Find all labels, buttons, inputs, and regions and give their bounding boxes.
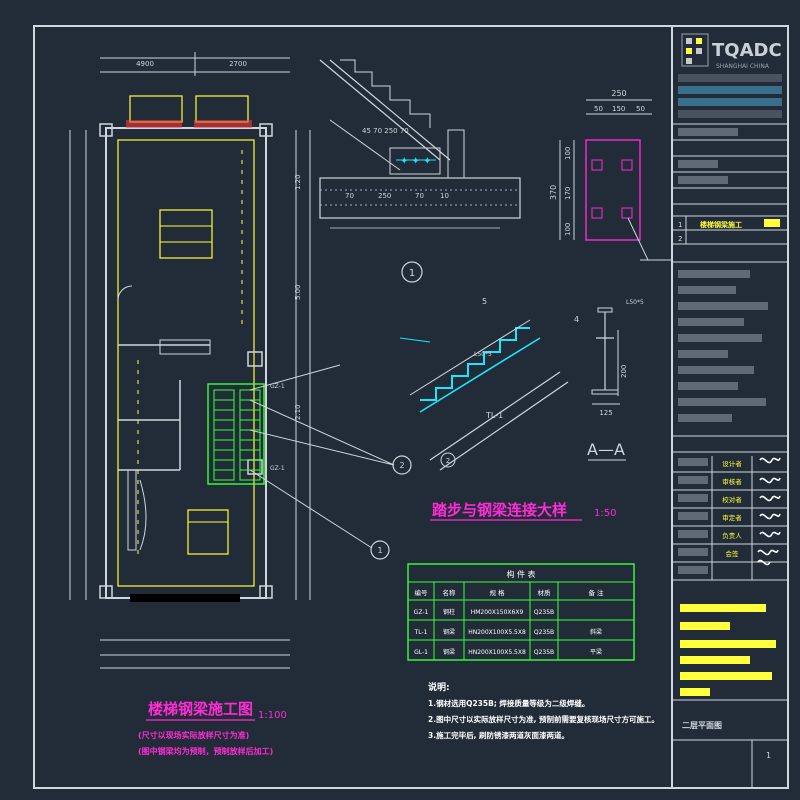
- tb-row-num-2: 2: [678, 235, 682, 243]
- logo-mark: [681, 33, 709, 67]
- title-block: TQADC SHANGHAI CHINA 1 2 楼梯钢梁施工: [672, 33, 788, 788]
- table-cell: GZ-1: [414, 609, 429, 616]
- section-aa-label: A—A: [587, 440, 625, 459]
- table-header-cell: 规 格: [489, 588, 505, 597]
- table-cell: 斜梁: [590, 628, 602, 636]
- table-cell: Q235B: [534, 609, 554, 616]
- section-tag-num: 4: [574, 315, 579, 324]
- section-tag: L50*5: [626, 299, 644, 306]
- signature-role-label: 审核者: [722, 477, 742, 486]
- signature-4: [759, 513, 781, 520]
- table-cell: 平梁: [590, 648, 602, 656]
- component-table: [407, 563, 635, 661]
- signature-role-label: 会签: [726, 549, 740, 558]
- window-1: [129, 95, 183, 123]
- table-cell: HM200X150X6X9: [471, 609, 524, 616]
- floor-plan: 4900 2700 1.20 5.00 2.10: [69, 52, 412, 756]
- table-cell: HN200X100X5.5X8: [468, 629, 526, 636]
- signature-role-label: 审定者: [722, 513, 742, 522]
- signature-role-label: 校对者: [722, 495, 742, 504]
- table-title: 构 件 表: [506, 569, 535, 579]
- table-cell: TL-1: [414, 629, 428, 636]
- table-header-cell: 编号: [415, 588, 429, 597]
- dim-right-1: 1.20: [294, 174, 302, 190]
- logo-sub: SHANGHAI CHINA: [716, 63, 770, 70]
- plate-left-sub-2: 170: [564, 187, 572, 200]
- plate-left-sub-3: 100: [564, 223, 572, 236]
- plate-left-dim: 370: [549, 185, 558, 200]
- table-header-cell: 材质: [538, 588, 552, 597]
- plate-sub-2: 150: [612, 105, 625, 113]
- table-cell: 钢梁: [443, 628, 455, 636]
- detail-1-top-dims: 45 70 250 70: [362, 127, 409, 135]
- signature-role-label: 负责人: [722, 531, 742, 540]
- section-aa: 200 125 L50*5 4 A—A: [574, 299, 644, 461]
- bolt-glyphs: ✦ ✦ ✦: [400, 156, 432, 167]
- plan-title: 楼梯钢梁施工图: [148, 700, 253, 718]
- detail-1-dim-d: 10: [440, 192, 449, 200]
- callout-1-label: 1: [377, 546, 382, 555]
- stair-area: [207, 383, 265, 485]
- table-cell: Q235B: [534, 629, 554, 636]
- plan-note-1: (尺寸以现场实际放样尺寸为准): [138, 730, 249, 740]
- detail-1-label: 1: [409, 268, 415, 279]
- table-header-cell: 名称: [443, 588, 457, 597]
- signature-2: [759, 477, 781, 484]
- detail-scale: 1:50: [594, 508, 616, 519]
- plan-note-2: (图中钢梁均为预制，预制放样后加工): [138, 746, 273, 756]
- section-dim-w: 125: [599, 409, 612, 417]
- stair-callout: L50*5: [474, 351, 492, 358]
- dim-top-1: 4900: [136, 60, 154, 68]
- detail-1-dim-b: 250: [378, 192, 391, 200]
- callout-circle-2: [392, 455, 412, 475]
- gz-label-1: GZ-1: [270, 383, 285, 390]
- gz-label-2: GZ-1: [270, 465, 285, 472]
- logo-text: TQADC: [712, 40, 782, 61]
- signature-3: [759, 495, 781, 502]
- stair-label-2: 2: [446, 457, 450, 465]
- section-dim-h: 200: [620, 365, 628, 378]
- detail-1-section: ✦ ✦ ✦ 45 70 250 70 70 250 70 10 1: [319, 59, 521, 283]
- plan-scale: 1:100: [258, 710, 287, 721]
- detail-1-dim-c: 70: [415, 192, 424, 200]
- callout-circle-1: [370, 540, 390, 560]
- tb-footer: 二层平面图: [682, 721, 722, 730]
- detail-1-dim-a: 70: [345, 192, 354, 200]
- stair-label-tl: TL-1: [485, 411, 503, 420]
- signature-6: [757, 549, 779, 566]
- table-cell: GL-1: [414, 649, 428, 656]
- tb-footer-num: 1: [766, 751, 771, 760]
- window-2: [195, 95, 249, 123]
- sheet-border: [33, 25, 789, 789]
- plate-top-dim: 250: [611, 89, 626, 98]
- signature-role-label: 设计者: [722, 459, 742, 468]
- signature-1: [759, 457, 781, 464]
- table-cell: Q235B: [534, 649, 554, 656]
- stair-connection-detail: 5 TL-1 L50*5 2: [399, 297, 569, 471]
- detail-title: 踏步与钢梁连接大样: [432, 501, 567, 519]
- notes-line-3: 3.施工完毕后, 刷防锈漆两道灰面漆两道。: [428, 730, 569, 740]
- table-header-cell: 备 注: [588, 588, 604, 597]
- notes-line-1: 1.钢材选用Q235B; 焊接质量等级为二级焊缝。: [428, 698, 589, 708]
- callout-2-label: 2: [399, 461, 404, 470]
- table-cell: 钢柱: [443, 608, 455, 616]
- tb-row-num-1: 1: [678, 221, 682, 229]
- dim-right-3: 2.10: [294, 404, 302, 420]
- dim-right-2: 5.00: [294, 284, 302, 300]
- plate-sub-3: 50: [636, 105, 645, 113]
- plate-sub-1: 50: [594, 105, 603, 113]
- stair-label-5: 5: [482, 297, 487, 306]
- base-plate-detail: 250 50 150 50 370 100 170 100: [549, 89, 672, 261]
- notes-block: 说明: 1.钢材选用Q235B; 焊接质量等级为二级焊缝。 2.图中尺寸以实际放…: [428, 681, 659, 740]
- table-cell: HN200X100X5.5X8: [468, 649, 526, 656]
- table-cell: 钢梁: [443, 648, 455, 656]
- notes-line-2: 2.图中尺寸以实际放样尺寸为准, 预制前需要复核现场尺寸方可施工。: [428, 714, 659, 724]
- notes-heading: 说明:: [428, 681, 450, 693]
- tb-row-yellow: 楼梯钢梁施工: [700, 220, 742, 229]
- dim-top-2: 2700: [229, 60, 247, 68]
- plate-left-sub-1: 100: [564, 147, 572, 160]
- signature-5: [759, 531, 781, 538]
